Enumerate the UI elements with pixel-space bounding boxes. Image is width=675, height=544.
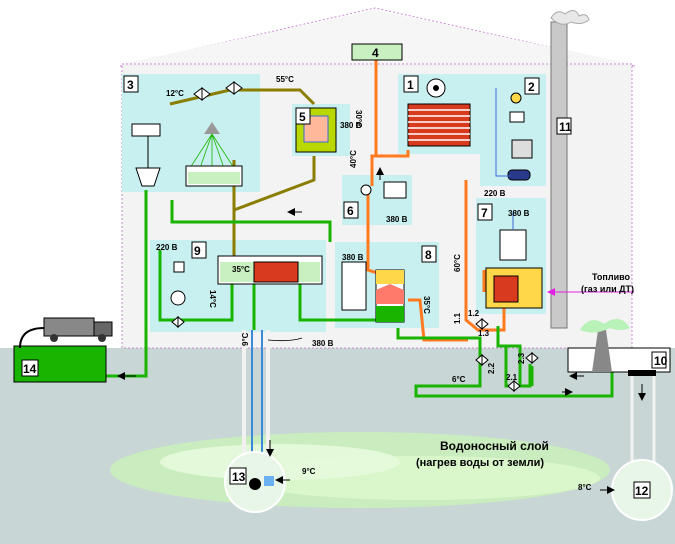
valve-2-3: 2.3: [517, 352, 526, 364]
unit-14-consumer: [13, 317, 113, 383]
unit-9-voltage: 220 В: [156, 243, 178, 252]
valve-1-3: 1.3: [478, 329, 490, 338]
unit-5-heat-exchanger: [295, 107, 337, 153]
unit-7-voltage: 380 В: [508, 209, 530, 218]
temp-60c: 60°C: [453, 254, 462, 272]
temp-35c-tank: 35°C: [232, 265, 250, 274]
borehole-13-casing: [242, 330, 270, 470]
temp-8c: 8°C: [578, 483, 592, 492]
unit-8-label: 8: [425, 248, 432, 262]
valve-2-2: 2.2: [487, 362, 496, 374]
unit-6-label: 6: [347, 204, 354, 218]
unit-9-storage-tank: [170, 241, 323, 329]
unit-3-sprinkler: [123, 75, 243, 187]
unit-8-heat-pump: [341, 245, 437, 323]
unit-1-fan-heater: [403, 75, 471, 147]
temp-40c: 40°C: [349, 150, 358, 168]
ground-voltage: 380 В: [312, 339, 334, 348]
unit-7-boiler: [477, 203, 543, 309]
orange-pipes: [366, 60, 506, 342]
aquifer-title: Водоносный слой: [440, 439, 549, 453]
panel-9: [150, 240, 326, 332]
unit-7-label: 7: [481, 206, 488, 220]
chimney-11: [550, 10, 590, 329]
valves: [475, 317, 539, 393]
fuel-line1: Топливо: [592, 272, 631, 282]
unit-8-voltage: 380 В: [342, 253, 364, 262]
unit-13-label: 13: [232, 470, 246, 484]
temp-6c: 6°C: [452, 375, 466, 384]
unit-2-label: 2: [528, 80, 535, 94]
unit-13-supply-well: [224, 451, 286, 513]
unit-5-label: 5: [299, 110, 306, 124]
temp-9c-pipe: 9°C: [241, 332, 250, 346]
unit-1-label: 1: [407, 78, 414, 92]
temp-35c-right: 35°C: [422, 296, 431, 314]
unit-4-box: [351, 43, 403, 61]
valve-2-1: 2.1: [506, 373, 518, 382]
unit-14-label: 14: [23, 362, 37, 376]
valve-1-1: 1.1: [453, 312, 462, 324]
unit-10-label: 10: [654, 354, 668, 368]
temp-9c-well: 9°C: [302, 467, 316, 476]
flow-arrows: [117, 167, 646, 494]
unit-2-controls: [495, 77, 540, 181]
valve-1-2: 1.2: [468, 309, 480, 318]
unit-12-label: 12: [635, 484, 649, 498]
ground-voltage-wire: [267, 337, 303, 342]
borehole-12-casing: [630, 372, 656, 468]
fuel-line2: (газ или ДТ): [581, 284, 634, 294]
temp-12c: 12°C: [166, 89, 184, 98]
unit-9-label: 9: [194, 244, 201, 258]
unit-4-label: 4: [372, 46, 379, 60]
temp-30c: 30°C: [354, 110, 363, 128]
unit-6-circulation-pump: [343, 181, 407, 219]
unit-10-ground-outlet: [567, 318, 671, 376]
unit-11-label: 11: [559, 120, 572, 134]
aquifer-subtitle: (нагрев воды от земли): [416, 457, 544, 469]
unit-3-label: 3: [127, 78, 134, 92]
unit-2-voltage: 220 В: [484, 189, 506, 198]
temp-14c: 14°C: [208, 290, 217, 308]
unit-6-voltage: 380 В: [386, 215, 408, 224]
voltage-380-top: 380 В: [340, 121, 362, 130]
temp-55c: 55°C: [276, 75, 294, 84]
